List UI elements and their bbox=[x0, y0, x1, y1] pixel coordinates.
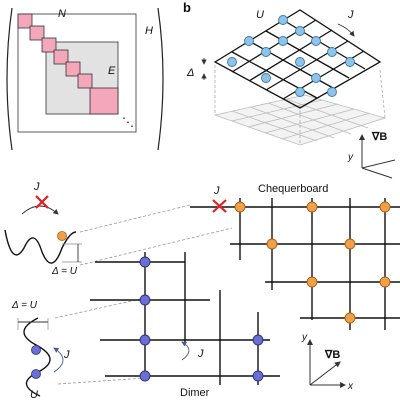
dimer-delta-eq: Δ = U bbox=[11, 300, 38, 311]
top-Delta-label: Δ bbox=[186, 67, 194, 79]
hamiltonian-matrix: N H E ⋱ bbox=[6, 7, 164, 151]
lattice-sites-blue bbox=[227, 15, 355, 97]
dimer-title: Dimer bbox=[180, 387, 210, 399]
dimer-site-2 bbox=[31, 369, 41, 379]
dashed-projection-lines bbox=[214, 65, 386, 145]
panel-b-label: b bbox=[183, 0, 191, 15]
chequerboard-title: Chequerboard bbox=[258, 183, 328, 195]
chequer-J-arrow bbox=[21, 205, 59, 215]
gradient-axes-top bbox=[359, 134, 396, 179]
matrix-E-label: E bbox=[108, 65, 116, 77]
chequer-inset-site bbox=[57, 231, 67, 241]
bottom-x-label: x bbox=[347, 381, 354, 392]
chequer-zoom-lines bbox=[79, 204, 233, 266]
top-J-arrow bbox=[337, 23, 355, 37]
bottom-y-label: y bbox=[301, 332, 308, 343]
chequer-J-label: J bbox=[33, 181, 40, 193]
left-bracket bbox=[6, 7, 13, 151]
dimer-zoom-lines bbox=[54, 297, 146, 385]
dimer-inset: J Δ = U U bbox=[11, 300, 70, 400]
dimer-lattice-J-arrow bbox=[181, 341, 190, 361]
chequer-delta-eq: Δ = U bbox=[51, 266, 78, 277]
chequer-sites-orange bbox=[234, 201, 391, 324]
dimer-U-label: U bbox=[30, 389, 38, 400]
dimer-well-curve bbox=[23, 317, 51, 397]
top-J-label: J bbox=[347, 9, 354, 21]
gradient-axes-bottom bbox=[307, 339, 346, 388]
dimer-sites-purple bbox=[139, 256, 264, 382]
top-y-label: y bbox=[347, 152, 354, 163]
chequer-lattice-J-label: J bbox=[213, 185, 220, 197]
dimer-lattice: J Dimer bbox=[90, 252, 280, 399]
matrix-diagonal-blocks bbox=[17, 13, 119, 115]
double-well-curve bbox=[4, 229, 77, 264]
matrix-dots: ⋱ bbox=[122, 115, 134, 129]
chequerboard-lattice: J Chequerboard bbox=[190, 183, 400, 330]
dimer-lattice-J-label: J bbox=[197, 348, 204, 360]
chequer-inset: J Δ = U bbox=[4, 181, 82, 277]
top-gradB-label: ∇B bbox=[371, 131, 387, 143]
matrix-outline bbox=[17, 13, 137, 133]
bottom-gradB-label: ∇B bbox=[324, 349, 340, 361]
top-U-label: U bbox=[256, 9, 264, 21]
dimer-site-1 bbox=[31, 345, 41, 355]
dimer-inset-J-label: J bbox=[63, 349, 70, 361]
right-bracket bbox=[157, 7, 164, 151]
matrix-H-label: H bbox=[145, 25, 153, 37]
dimer-inset-J-arrow bbox=[53, 347, 64, 373]
matrix-N-label: N bbox=[58, 8, 66, 20]
